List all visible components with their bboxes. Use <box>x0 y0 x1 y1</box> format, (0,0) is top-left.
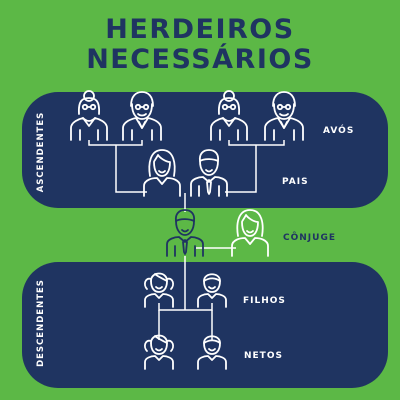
parents-label: PAIS <box>282 177 309 187</box>
grandmother-icon <box>210 90 248 141</box>
father-icon <box>190 149 228 197</box>
person-icon <box>166 209 204 257</box>
grandson-icon <box>197 335 227 370</box>
children-label: FILHOS <box>243 296 286 306</box>
descendants-panel <box>22 262 388 388</box>
grandchildren-label: NETOS <box>244 351 283 361</box>
connector-lines <box>88 140 285 340</box>
granddaughter-icon <box>144 334 174 370</box>
boy-icon <box>197 273 227 308</box>
grandparents-label: AVÓS <box>323 126 355 136</box>
girl-icon <box>144 272 174 308</box>
spouse-label: CÔNJUGE <box>283 233 336 243</box>
mother-icon <box>143 149 181 197</box>
grandfather-icon <box>264 91 304 141</box>
spouse-icon <box>231 209 269 257</box>
grandmother-icon <box>70 90 108 141</box>
title-line-2: NECESSÁRIOS <box>86 44 314 75</box>
title-line-1: HERDEIROS <box>105 14 295 45</box>
grandfather-icon <box>122 91 162 141</box>
